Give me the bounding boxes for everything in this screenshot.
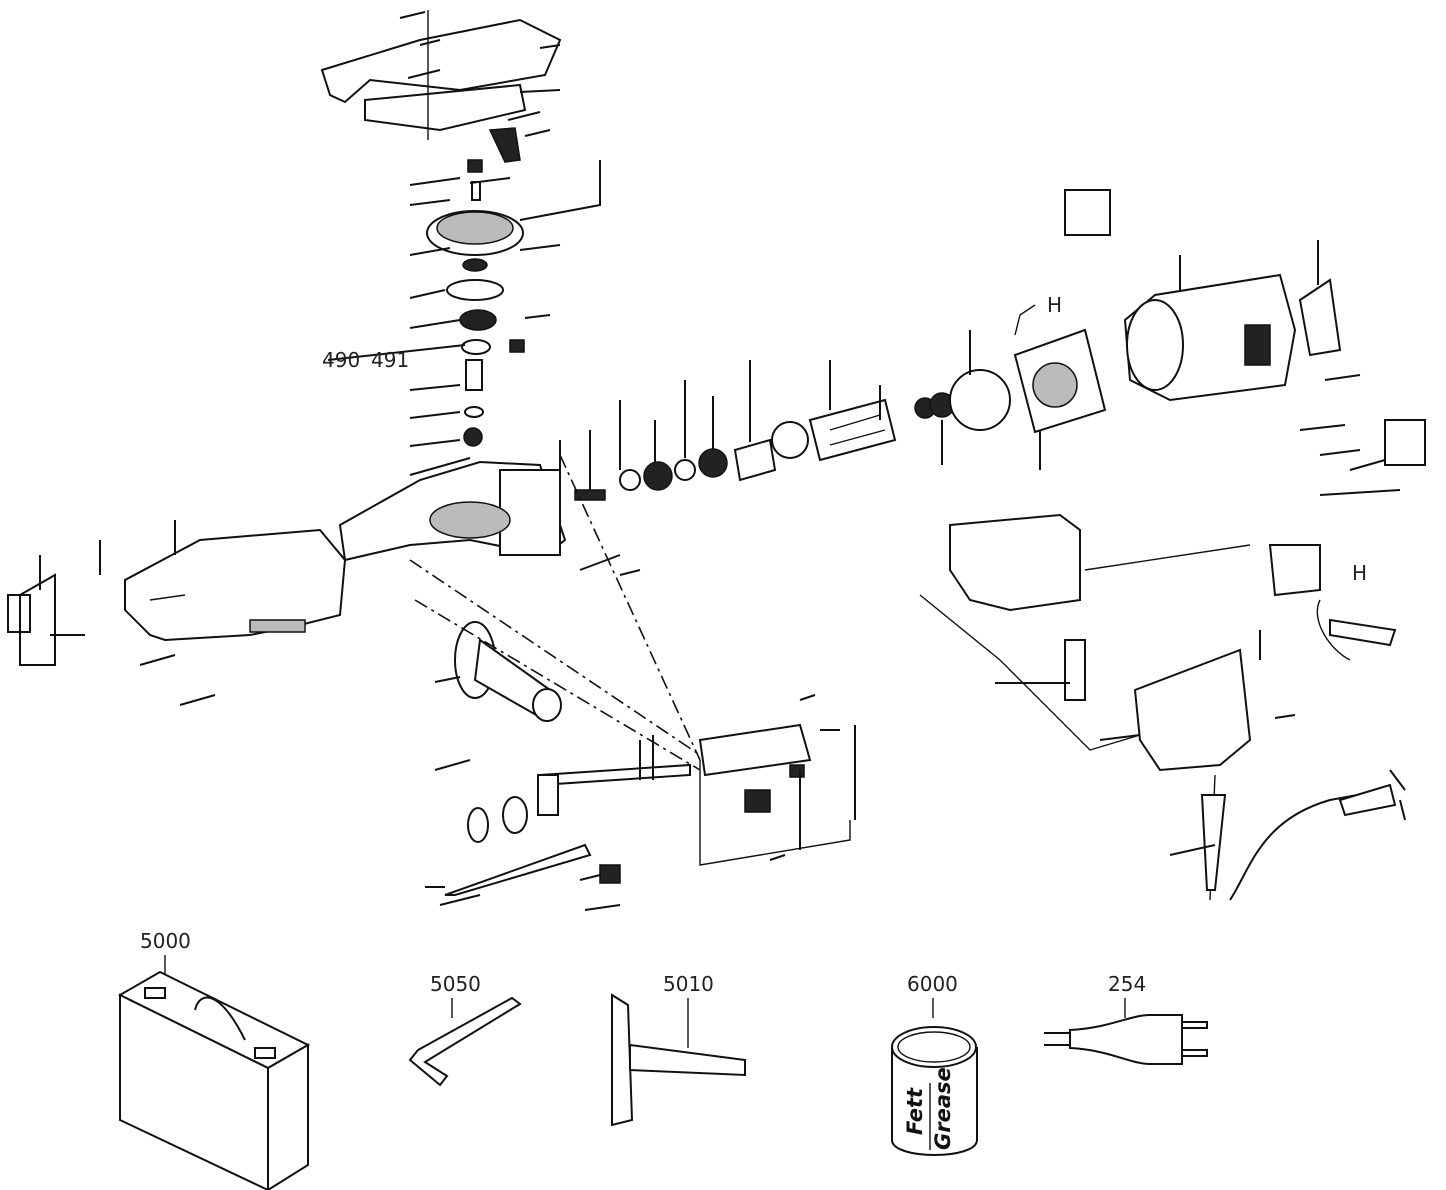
part-label-491: 491 — [371, 348, 409, 372]
marker-h-handle: H — [1352, 561, 1367, 585]
plunger-parts — [409, 454, 1251, 896]
grease-can-text-fett: Fett — [903, 1087, 927, 1135]
side-handle-part — [454, 621, 562, 722]
armature-row-parts — [574, 369, 1011, 501]
carrying-case-accessory: 5000 — [117, 929, 311, 1190]
front-housing-part — [124, 528, 347, 642]
part-label-490: 490 — [322, 348, 360, 372]
tool-5010-accessory: 5010 — [611, 972, 746, 1127]
hex-key-label: 5050 — [430, 972, 481, 996]
marker-h-motor: H — [1047, 293, 1062, 317]
handle-parts — [949, 513, 1397, 772]
case-label: 5000 — [140, 929, 191, 953]
hex-key-accessory: 5050 — [408, 972, 522, 1087]
grease-can-text-grease: Grease — [931, 1067, 955, 1150]
gear-cover-part — [320, 10, 562, 163]
gear-stack-parts — [426, 159, 525, 447]
h-marker-wire — [1014, 304, 1036, 336]
shoe-part — [7, 573, 85, 666]
power-plug-accessory: 254 — [1044, 972, 1208, 1065]
plug-label: 254 — [1108, 972, 1146, 996]
motor-housing-part — [1013, 189, 1426, 466]
leader-lines — [39, 11, 1406, 911]
grease-can-accessory: 6000 Fett Grease — [891, 972, 978, 1156]
gear-housing-part — [338, 460, 567, 562]
cable-parts — [1200, 774, 1397, 901]
tool-5010-label: 5010 — [663, 972, 714, 996]
grease-label: 6000 — [907, 972, 958, 996]
